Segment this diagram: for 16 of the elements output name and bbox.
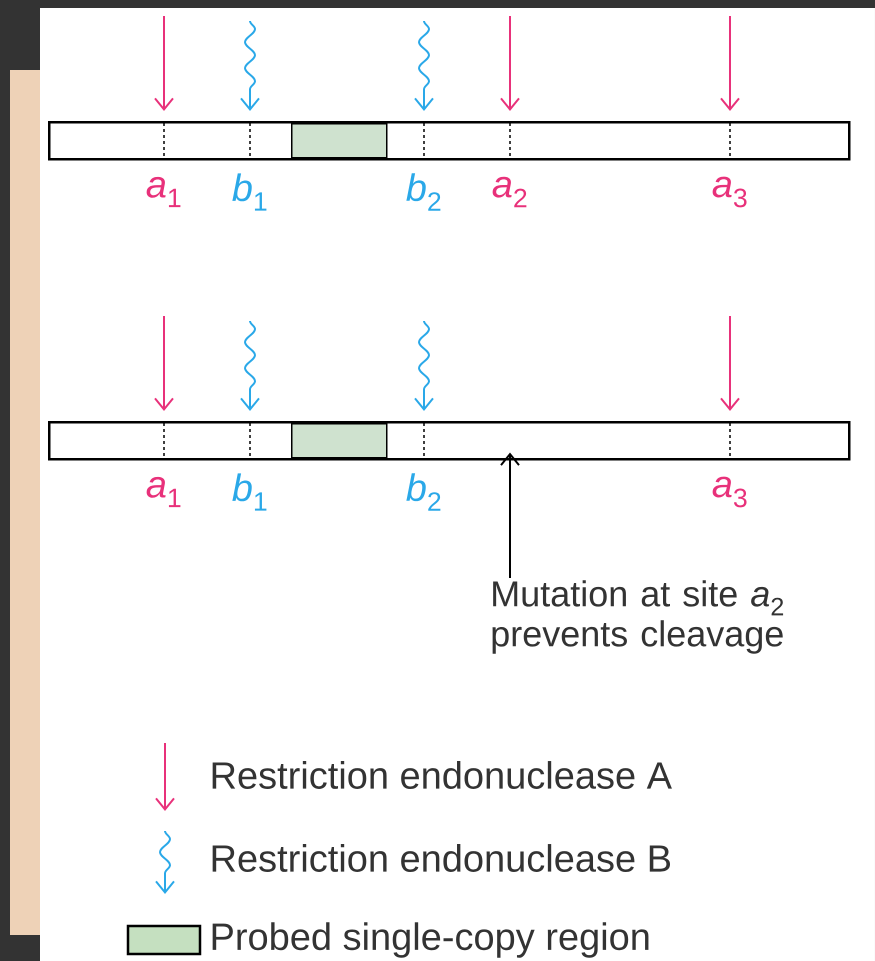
- legend-text: Restriction endonuclease B: [212, 844, 670, 872]
- site-label: a$_{2}$: [492, 176, 526, 208]
- site-label: a$_{1}$: [146, 176, 180, 208]
- site-label: b$_{2}$: [406, 473, 440, 511]
- site-label: a$_{3}$: [712, 476, 747, 508]
- site-label: b$_{1}$: [232, 473, 266, 511]
- leader-arrow: [500, 452, 520, 578]
- site-label: b$_{2}$: [406, 173, 440, 211]
- probed-region: [291, 123, 388, 158]
- annotation-text: Mutation at site a$_{2}$ prevents cleavage: [492, 580, 784, 654]
- probed-region: [291, 423, 388, 458]
- site-label: b$_{1}$: [232, 173, 266, 211]
- site-label: a$_{3}$: [712, 176, 747, 208]
- site-label: a$_{1}$: [146, 476, 180, 508]
- legend-text: Restriction endonuclease A: [212, 761, 672, 789]
- legend-text: Probed single-copy region: [212, 922, 648, 958]
